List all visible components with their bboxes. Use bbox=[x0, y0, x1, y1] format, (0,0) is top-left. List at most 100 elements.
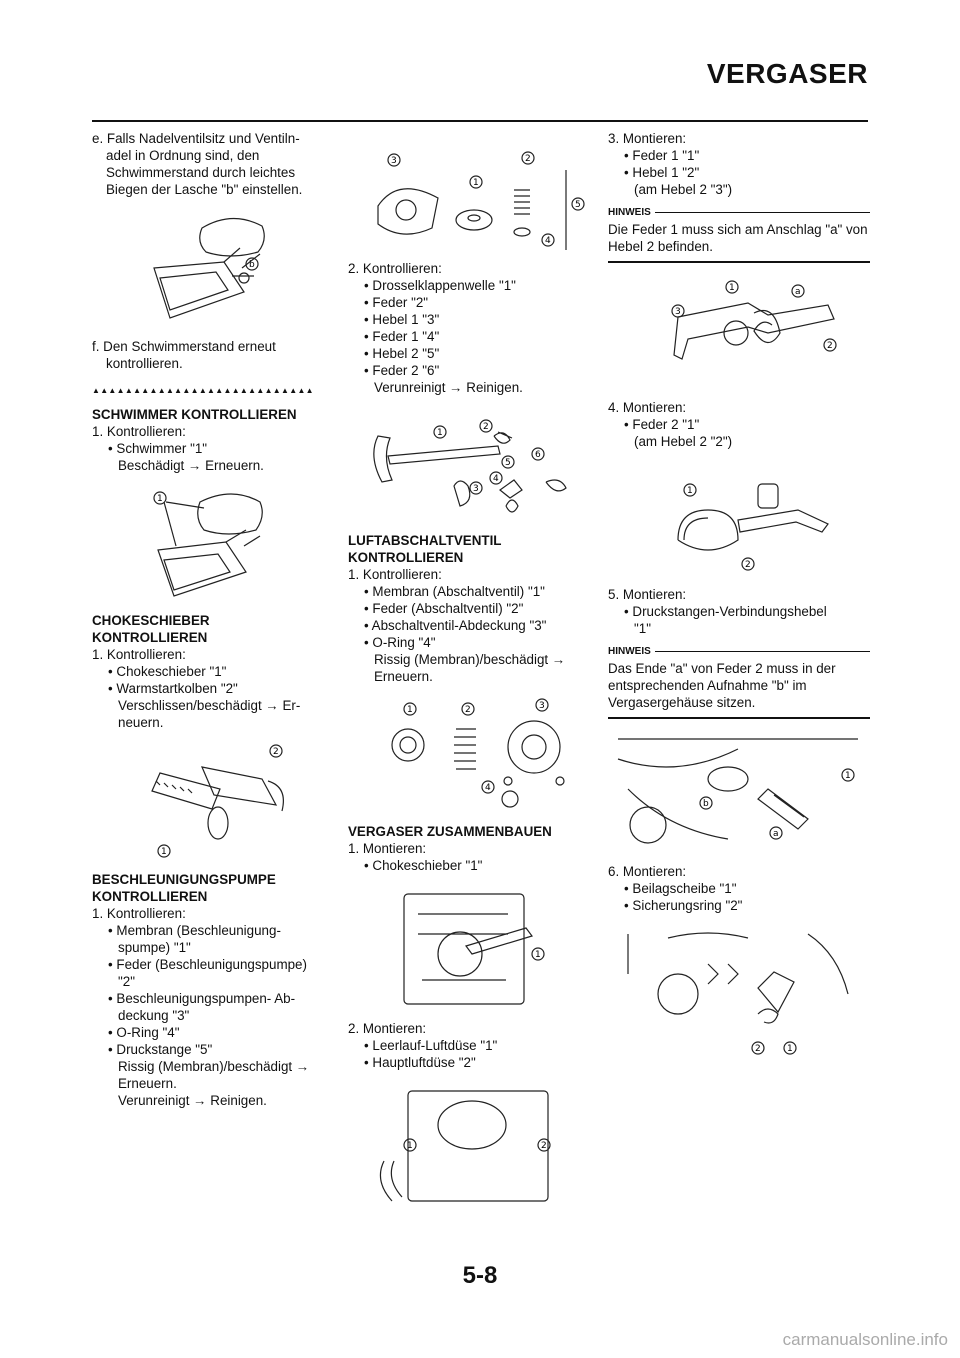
label-2: 2 bbox=[827, 341, 833, 351]
bullet: • Schwimmer "1" bbox=[108, 441, 208, 456]
bullet: • O-Ring "4" bbox=[108, 1025, 180, 1040]
step-f: f. Den Schwimmerstand erneut bbox=[92, 339, 276, 354]
bullet-sub: (am Hebel 2 "3") bbox=[634, 182, 733, 197]
step: 6. Montieren: bbox=[608, 864, 687, 879]
lever-spring-illustration: 1 a 3 2 bbox=[608, 273, 870, 389]
label-4: 4 bbox=[485, 783, 491, 793]
bullet: • Hebel 1 "2" bbox=[624, 165, 700, 180]
column-2: 3 1 2 5 4 2. Kontrollieren: • Drosselkla… bbox=[348, 130, 588, 1215]
step: 2. Kontrollieren: bbox=[348, 261, 442, 276]
column-3: 3. Montieren: • Feder 1 "1" • Hebel 1 "2… bbox=[608, 130, 870, 1066]
label-3: 3 bbox=[473, 484, 479, 494]
text-line: Schwimmerstand durch leichtes bbox=[106, 165, 296, 180]
label-2: 2 bbox=[745, 560, 751, 570]
bullet: • Membran (Beschleunigung- bbox=[108, 923, 281, 938]
label-3: 3 bbox=[539, 701, 545, 711]
step: 1. Kontrollieren: bbox=[348, 567, 442, 582]
bullet: • Drosselklappenwelle "1" bbox=[364, 278, 516, 293]
label-1: 1 bbox=[407, 1141, 413, 1151]
bullet: • Feder "2" bbox=[364, 295, 429, 310]
step: 2. Montieren: bbox=[348, 1021, 427, 1036]
label-2: 2 bbox=[755, 1044, 761, 1054]
bullet-sub: (am Hebel 2 "2") bbox=[634, 434, 733, 449]
bullet: • Beschleunigungspumpen- Ab- bbox=[108, 991, 296, 1006]
bullet-cont: "1" bbox=[634, 621, 651, 636]
bullet-sub: Erneuern. bbox=[118, 1076, 177, 1091]
column-1: e. Falls Nadelventilsitz und Ventiln- ad… bbox=[92, 130, 332, 1109]
section-title: BESCHLEUNIGUNGSPUMPE bbox=[92, 872, 276, 887]
label-5: 5 bbox=[575, 200, 581, 210]
text-line: kontrollieren. bbox=[106, 356, 183, 371]
bullet-sub: neuern. bbox=[118, 715, 164, 730]
hinweis-label: HINWEIS bbox=[608, 646, 651, 657]
text-line: Biegen der Lasche "b" einstellen. bbox=[106, 182, 303, 197]
hinweis-text: Das Ende "a" von Feder 2 muss in der ent… bbox=[608, 660, 870, 719]
spring2-illustration: 1 2 bbox=[608, 460, 870, 576]
bullet: • Feder 2 "1" bbox=[624, 417, 700, 432]
bullet: • Feder 2 "6" bbox=[364, 363, 440, 378]
label-1: 1 bbox=[729, 283, 735, 293]
section-title: LUFTABSCHALTVENTIL bbox=[348, 533, 502, 548]
label-2: 2 bbox=[483, 422, 489, 432]
label-2: 2 bbox=[273, 747, 279, 757]
hinweis-note: HINWEIS Die Feder 1 muss sich am Anschla… bbox=[608, 204, 870, 263]
air-jet-illustration: 1 2 bbox=[348, 1081, 588, 1205]
header-rule bbox=[92, 120, 868, 122]
section-title: VERGASER ZUSAMMENBAUEN bbox=[348, 824, 552, 839]
pump-parts-illustration: 3 1 2 5 4 bbox=[348, 140, 588, 250]
bullet-sub: Rissig (Membran)/beschädigt → bbox=[118, 1059, 310, 1074]
label-1: 1 bbox=[845, 771, 851, 781]
bullet: • Membran (Abschaltventil) "1" bbox=[364, 584, 545, 599]
float-tab-illustration: b bbox=[92, 208, 332, 328]
bullet-sub: Verunreinigt → Reinigen. bbox=[118, 1093, 267, 1108]
section-title: SCHWIMMER KONTROLLIEREN bbox=[92, 407, 297, 422]
bullet-sub: Erneuern. bbox=[374, 669, 433, 684]
bullet-sub: Verschlissen/beschädigt → Er- bbox=[118, 698, 301, 713]
label-5: 5 bbox=[505, 458, 511, 468]
bullet: • Chokeschieber "1" bbox=[364, 858, 483, 873]
hinweis-note: HINWEIS Das Ende "a" von Feder 2 muss in… bbox=[608, 643, 870, 719]
step: 1. Kontrollieren: bbox=[92, 424, 186, 439]
watermark: carmanualsonline.info bbox=[782, 1330, 948, 1349]
hinweis-label: HINWEIS bbox=[608, 207, 651, 218]
label-1: 1 bbox=[787, 1044, 793, 1054]
label-4: 4 bbox=[493, 474, 499, 484]
bullet: • Feder 1 "1" bbox=[624, 148, 700, 163]
bullet-sub: Beschädigt → Erneuern. bbox=[118, 458, 264, 473]
label-2: 2 bbox=[541, 1141, 547, 1151]
label-4: 4 bbox=[545, 236, 551, 246]
section-title: KONTROLLIEREN bbox=[348, 550, 464, 565]
bullet-sub: Verunreinigt → Reinigen. bbox=[374, 380, 523, 395]
page-number: 5-8 bbox=[462, 1262, 498, 1289]
bullet: • Hebel 2 "5" bbox=[364, 346, 440, 361]
section-title: CHOKESCHIEBER bbox=[92, 613, 210, 628]
bullet: • Chokeschieber "1" bbox=[108, 664, 227, 679]
step: 1. Kontrollieren: bbox=[92, 647, 186, 662]
label-1: 1 bbox=[473, 178, 479, 188]
bullet: • Abschaltventil-Abdeckung "3" bbox=[364, 618, 547, 633]
bullet-cont: deckung "3" bbox=[118, 1008, 190, 1023]
bullet: • Beilagscheibe "1" bbox=[624, 881, 737, 896]
bullet: • Sicherungsring "2" bbox=[624, 898, 743, 913]
label-b: b bbox=[703, 799, 709, 809]
bullet-cont: spumpe) "1" bbox=[118, 940, 191, 955]
label-1: 1 bbox=[407, 705, 413, 715]
bullet: • Warmstartkolben "2" bbox=[108, 681, 238, 696]
label-1: 1 bbox=[535, 950, 541, 960]
bullet: • Leerlauf-Luftdüse "1" bbox=[364, 1038, 498, 1053]
bullet-sub: Rissig (Membran)/beschädigt → bbox=[374, 652, 566, 667]
text-line: adel in Ordnung sind, den bbox=[106, 148, 260, 163]
bullet: • O-Ring "4" bbox=[364, 635, 436, 650]
section-title: KONTROLLIEREN bbox=[92, 630, 208, 645]
triangle-divider: ▲▲▲▲▲▲▲▲▲▲▲▲▲▲▲▲▲▲▲▲▲▲▲▲▲▲▲ bbox=[92, 386, 314, 395]
label-1: 1 bbox=[437, 428, 443, 438]
step: 1. Montieren: bbox=[348, 841, 427, 856]
bullet: • Feder (Abschaltventil) "2" bbox=[364, 601, 524, 616]
bullet: • Druckstangen-Verbindungshebel bbox=[624, 604, 827, 619]
bullet: • Feder 1 "4" bbox=[364, 329, 440, 344]
label-1: 1 bbox=[161, 847, 167, 857]
label-a: a bbox=[773, 829, 779, 839]
bullet: • Feder (Beschleunigungspumpe) bbox=[108, 957, 307, 972]
label-2: 2 bbox=[465, 705, 471, 715]
choke-install-illustration: 1 bbox=[348, 884, 588, 1010]
